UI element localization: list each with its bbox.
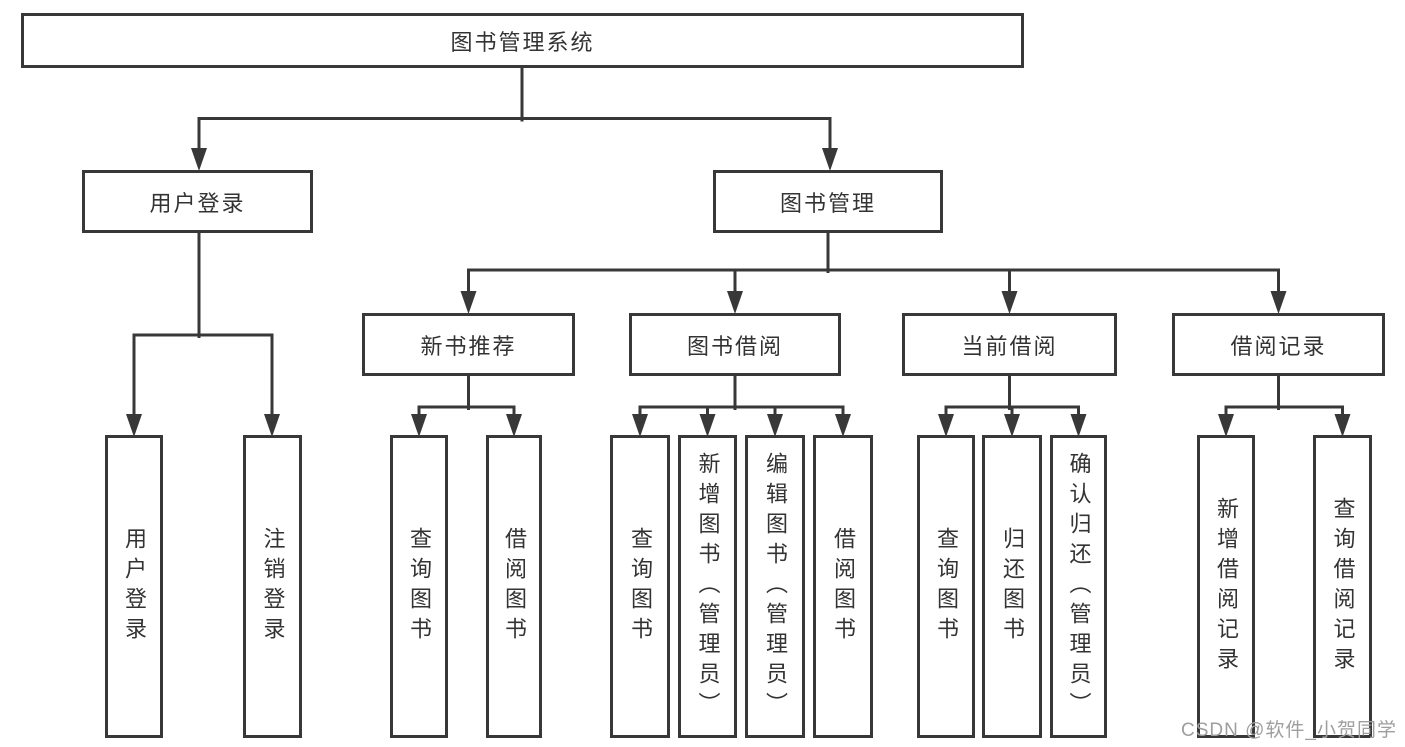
leaf-query-book-2-label: 查询图书 xyxy=(628,526,653,647)
leaf-return-book: 归还图书 xyxy=(982,435,1042,738)
leaf-edit-book-admin-label: 编辑图书（管理员） xyxy=(763,451,788,722)
arrowhead-icon xyxy=(1270,291,1287,314)
node-user-login-label: 用户登录 xyxy=(149,190,246,216)
arrowhead-icon xyxy=(1001,291,1018,314)
arrowhead-icon xyxy=(727,291,743,314)
arrowhead-icon xyxy=(822,148,838,171)
leaf-add-book-admin: 新增图书（管理员） xyxy=(678,435,737,738)
arrowhead-icon xyxy=(632,414,648,437)
arrowhead-icon xyxy=(1070,414,1087,437)
arrowhead-icon xyxy=(1004,414,1020,437)
node-book-management-label: 图书管理 xyxy=(779,190,876,216)
leaf-confirm-return-admin: 确认归还（管理员） xyxy=(1050,435,1107,738)
arrowhead-icon xyxy=(191,148,207,171)
arrowhead-icon xyxy=(835,414,851,437)
arrowhead-icon xyxy=(126,414,142,437)
arrowhead-icon xyxy=(264,414,280,437)
csdn-watermark: CSDN @软件_小贺同学 xyxy=(1181,720,1397,741)
leaf-add-book-admin-label: 新增图书（管理员） xyxy=(695,451,721,722)
leaf-query-book-3-label: 查询图书 xyxy=(934,526,959,647)
leaf-logout: 注销登录 xyxy=(243,435,302,738)
leaf-confirm-return-admin-label: 确认归还（管理员） xyxy=(1066,451,1092,722)
leaf-user-login: 用户登录 xyxy=(105,435,163,738)
leaf-user-login-label: 用户登录 xyxy=(122,526,147,647)
leaf-query-borrow-record: 查询借阅记录 xyxy=(1313,435,1372,738)
connector-lines xyxy=(132,66,1344,418)
arrowhead-icon xyxy=(938,414,954,437)
leaf-query-borrow-record-label: 查询借阅记录 xyxy=(1330,496,1356,677)
node-book-borrow-label: 图书借阅 xyxy=(686,333,783,359)
leaf-add-borrow-record-label: 新增借阅记录 xyxy=(1214,496,1239,677)
arrowhead-icon xyxy=(699,414,716,437)
node-root-label: 图书管理系统 xyxy=(450,29,595,55)
node-current-borrow: 当前借阅 xyxy=(902,313,1117,376)
node-borrow-record: 借阅记录 xyxy=(1172,313,1385,376)
leaf-logout-label: 注销登录 xyxy=(260,526,286,647)
node-new-book-recommend-label: 新书推荐 xyxy=(420,333,517,359)
node-user-login: 用户登录 xyxy=(82,170,313,233)
leaf-borrow-book-2: 借阅图书 xyxy=(813,435,873,738)
arrowhead-icon xyxy=(460,291,477,314)
node-book-borrow: 图书借阅 xyxy=(629,313,841,376)
leaf-borrow-book-1-label: 借阅图书 xyxy=(502,526,527,647)
leaf-edit-book-admin: 编辑图书（管理员） xyxy=(745,435,805,738)
node-new-book-recommend: 新书推荐 xyxy=(362,313,575,376)
leaf-query-book-2: 查询图书 xyxy=(610,435,670,738)
leaf-borrow-book-2-label: 借阅图书 xyxy=(831,526,856,647)
arrowhead-icon xyxy=(1334,414,1351,437)
leaf-add-borrow-record: 新增借阅记录 xyxy=(1197,435,1255,738)
leaf-query-book-3: 查询图书 xyxy=(917,435,975,738)
node-root-system: 图书管理系统 xyxy=(21,13,1024,68)
arrowhead-icon xyxy=(1218,414,1234,437)
node-borrow-record-label: 借阅记录 xyxy=(1230,333,1327,359)
arrowhead-icon xyxy=(767,414,783,437)
arrowhead-icon xyxy=(411,414,427,437)
arrowheads-group xyxy=(126,148,1351,437)
node-current-borrow-label: 当前借阅 xyxy=(961,333,1058,359)
arrowhead-icon xyxy=(506,414,522,437)
node-book-management: 图书管理 xyxy=(713,170,943,233)
leaf-borrow-book-1: 借阅图书 xyxy=(486,435,542,738)
leaf-query-book-1: 查询图书 xyxy=(390,435,448,738)
leaf-return-book-label: 归还图书 xyxy=(1000,526,1025,647)
leaf-query-book-1-label: 查询图书 xyxy=(407,526,432,647)
